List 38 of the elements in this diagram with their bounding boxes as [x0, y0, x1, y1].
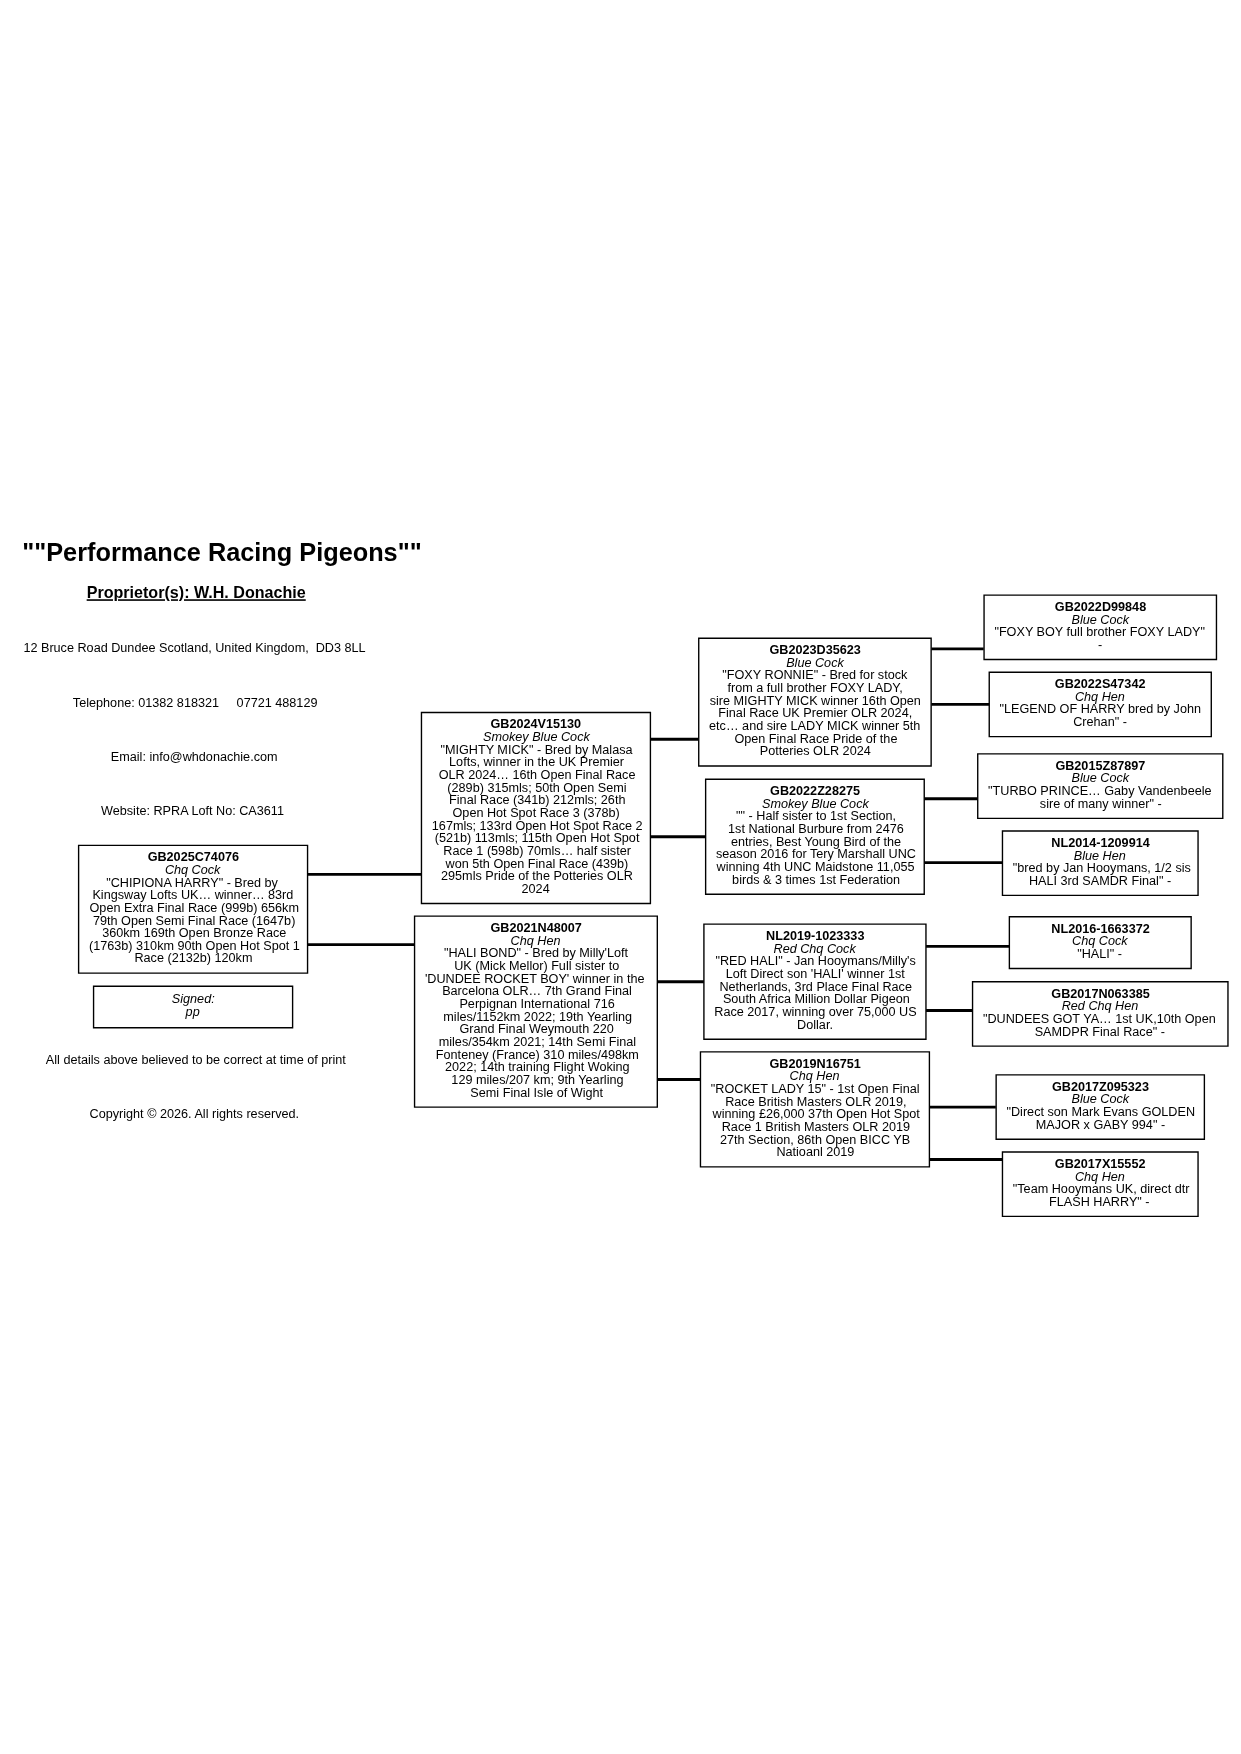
label: 12 Bruce Road Dundee Scotland, United Kingdom, DD3 8LL: [23, 641, 366, 656]
label: Website: RPRA Loft No: CA3611: [101, 803, 284, 818]
connector: [657, 1078, 701, 1081]
node-box: GB2017X15552 Chq Hen "Team Hooymans UK, direct dtr FLASH HARRY" -: [1001, 1151, 1199, 1218]
node-box: GB2022D99848 Blue Cock "FOXY BOY full brother FOXY LADY" -: [983, 594, 1218, 661]
connector: [650, 737, 699, 741]
label: Email: info@whdonachie.com: [110, 749, 278, 764]
connector: [650, 835, 706, 839]
connector: [657, 980, 704, 984]
node-box: NL2016-1663372 Chq Cock "HALI" -: [1008, 916, 1192, 970]
connector: [307, 872, 422, 876]
node-box: GB2021N48007 Chq Hen "HALI BOND" - Bred by Milly'Loft UK (Mick Mellor) Full sister to 'DUNDEE ROCKET BOY' winner in the Barcelona OLR… 7th Grand Final Perpignan International 716 miles/1152km 2022; 19th Yearling Grand Final Weymouth 220 miles/354km 2021; 14th Semi Final Fonteney (France) 310 miles/498km 2022; 14th training Flight Woking 129 miles/207 km; 9th Yearling Semi Final Isle of Wight: [413, 915, 658, 1108]
node-box: Signed: pp: [92, 985, 294, 1029]
connector: [931, 647, 984, 651]
node-box: GB2023D35623 Blue Cock "FOXY RONNIE" - Bred for stock from a full brother FOXY LADY, sire MIGHTY MICK winner 16th Open Final Race UK Premier OLR 2024, etc… and sire LADY MICK winner 5th Open Final Race Pride of the Potteries OLR 2024: [698, 637, 932, 767]
node-box: GB2022S47342 Chq Hen "LEGEND OF HARRY bred by John Crehan" -: [988, 671, 1212, 738]
connector: [929, 1158, 1003, 1161]
connector: [307, 943, 415, 947]
label: Copyright © 2026. All rights reserved.: [89, 1107, 300, 1122]
node-box: NL2014-1209914 Blue Hen "bred by Jan Hooymans, 1/2 sis HALI 3rd SAMDR Final" -: [1001, 830, 1199, 897]
node-box: GB2025C74076 Chq Cock "CHIPIONA HARRY" - Bred by Kingsway Lofts UK… winner… 83rd Open Extra Final Race (999b) 656km 79th Open Semi Final Race (1647b) 360km 169th Open Bronze Race (1763b) 310km 90th Open Hot Spot 1 Race (2132b) 120km: [77, 844, 309, 974]
connector: [924, 861, 1003, 865]
connector: [924, 797, 978, 801]
node-box: GB2017Z095323 Blue Cock "Direct son Mark Evans GOLDEN MAJOR x GABY 994" -: [995, 1074, 1206, 1140]
connector: [926, 1009, 973, 1012]
node-box: NL2019-1023333 Red Chq Cock "RED HALI" - Jan Hooymans/Milly's Loft Direct son 'HALI' winner 1st Netherlands, 3rd Place Final Race South Africa Million Dollar Pigeon Race 2017, winning over 75,000 US Dollar.: [703, 923, 927, 1040]
node-box: GB2024V15130 Smokey Blue Cock "MIGHTY MICK" - Bred by Malasa Lofts, winner in the UK Premier OLR 2024… 16th Open Final Race (289b) 315mls; 50th Open Semi Final Race (341b) 212mls; 26th Open Hot Spot Race 3 (378b) 167mls; 133rd Open Hot Spot Race 2 (521b) 113mls; 115th Open Hot Spot Race 1 (598b) 70mls… half sister won 5th Open Final Race (439b) 295mls Pride of the Potteries OLR 2024: [420, 711, 652, 905]
connector: [931, 702, 990, 706]
connector: [929, 1105, 996, 1109]
connector: [926, 944, 1010, 948]
node-box: GB2022Z28275 Smokey Blue Cock "" - Half sister to 1st Section, 1st National Burbure from 2476 entries, Best Young Bird of the season 2016 for Tery Marshall UNC winning 4th UNC Maidstone 11,055 birds & 3 times 1st Federation: [704, 778, 925, 895]
label: Proprietor(s): W.H. Donachie: [86, 583, 306, 602]
label: All details above believed to be correct at time of print: [45, 1053, 346, 1068]
label: Telephone: 01382 818321 07721 488129: [72, 695, 318, 710]
node-box: GB2017N063385 Red Chq Hen "DUNDEES GOT YA… 1st UK,10th Open SAMDPR Final Race" -: [971, 981, 1229, 1047]
node-box: GB2019N16751 Chq Hen "ROCKET LADY 15" - 1st Open Final Race British Masters OLR 2019, winning £26,000 37th Open Hot Spot Race 1 British Masters OLR 2019 27th Section, 86th Open BICC YB Natioanl 2019: [699, 1051, 931, 1168]
node-box: GB2015Z87897 Blue Cock "TURBO PRINCE… Gaby Vandenbeele sire of many winner" -: [977, 753, 1224, 819]
diagram-title: ""Performance Racing Pigeons"": [22, 538, 422, 567]
